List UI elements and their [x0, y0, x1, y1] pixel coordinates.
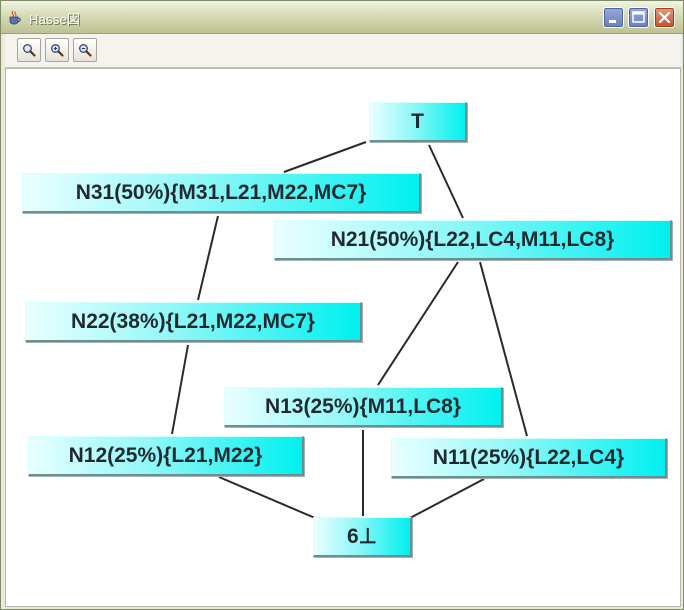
- title-bar[interactable]: Hasse図: [1, 1, 683, 34]
- node-n31[interactable]: N31(50%){M31,L21,M22,MC7}: [22, 173, 421, 213]
- zoom-in-button[interactable]: [45, 38, 69, 62]
- window-title: Hasse図: [29, 12, 81, 27]
- zoom-reset-button[interactable]: [17, 38, 41, 62]
- maximize-icon: [632, 11, 645, 23]
- minimize-icon: [609, 20, 616, 23]
- hasse-diagram-canvas[interactable]: T N31(50%){M31,L21,M22,MC7} N21(50%){L22…: [5, 68, 681, 607]
- java-cup-icon: [7, 9, 23, 25]
- edge-n21-n11: [479, 261, 528, 437]
- edge-top-n31: [283, 141, 367, 173]
- edge-n31-n22: [197, 215, 219, 301]
- node-top[interactable]: T: [369, 102, 467, 142]
- edge-top-n21: [428, 144, 464, 219]
- edge-n11-bottom: [409, 478, 485, 519]
- node-n21[interactable]: N21(50%){L22,LC4,M11,LC8}: [274, 220, 672, 260]
- edge-n22-n12: [171, 344, 189, 435]
- edges-layer: [171, 141, 528, 519]
- edge-n12-bottom: [218, 476, 316, 519]
- magnifier-icon: [23, 44, 36, 57]
- toolbar: [5, 34, 681, 68]
- node-n12[interactable]: N12(25%){L21,M22}: [28, 436, 304, 476]
- zoom-out-button[interactable]: [73, 38, 97, 62]
- node-n13[interactable]: N13(25%){M11,LC8}: [224, 387, 503, 427]
- node-bottom[interactable]: 6⊥: [313, 517, 412, 557]
- magnifier-minus-icon: [79, 44, 92, 57]
- edge-n21-n13: [377, 261, 459, 386]
- node-n22[interactable]: N22(38%){L21,M22,MC7}: [25, 302, 362, 342]
- maximize-button[interactable]: [628, 7, 649, 28]
- close-button[interactable]: [654, 7, 675, 28]
- node-n11[interactable]: N11(25%){L22,LC4}: [391, 438, 667, 478]
- magnifier-plus-icon: [51, 44, 64, 57]
- close-icon: [658, 11, 671, 24]
- minimize-button[interactable]: [603, 7, 624, 28]
